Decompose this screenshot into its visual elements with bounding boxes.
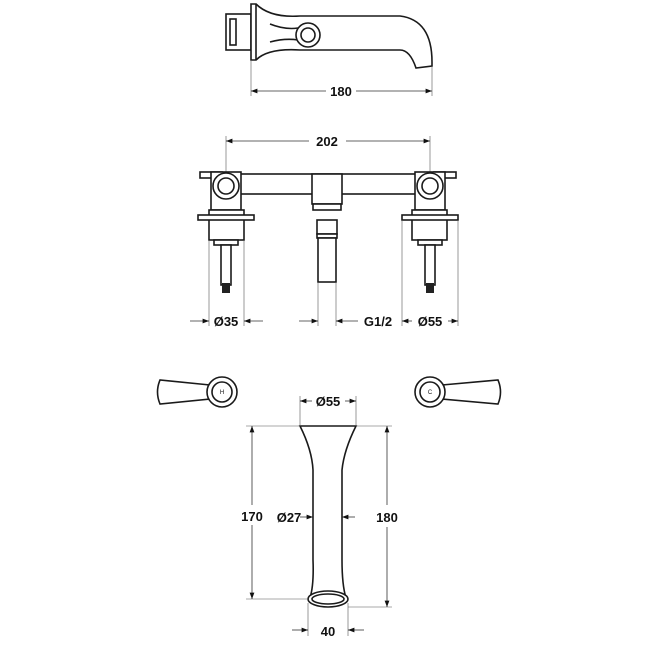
spout-side-view: 180 bbox=[225, 3, 433, 99]
cold-label: C bbox=[428, 390, 433, 396]
connection-label: G1/2 bbox=[364, 314, 392, 329]
valve-diameter-label: Ø35 bbox=[214, 314, 239, 329]
waist-diameter-label: Ø27 bbox=[277, 510, 302, 525]
valve-body-front-view: 202 bbox=[190, 134, 459, 329]
spout-front-view: Ø55 170 180 Ø27 40 bbox=[241, 394, 398, 639]
hot-handle: H bbox=[156, 376, 238, 408]
length-outer-label: 180 bbox=[376, 510, 398, 525]
length-inner-label: 170 bbox=[241, 509, 263, 524]
plate-diameter-label: Ø55 bbox=[418, 314, 443, 329]
cold-handle: C bbox=[414, 376, 502, 408]
hot-label: H bbox=[220, 390, 224, 396]
side-width-label: 180 bbox=[330, 84, 352, 99]
outlet-width-label: 40 bbox=[321, 624, 335, 639]
centres-label: 202 bbox=[316, 134, 338, 149]
spout-top-diameter-label: Ø55 bbox=[316, 394, 341, 409]
